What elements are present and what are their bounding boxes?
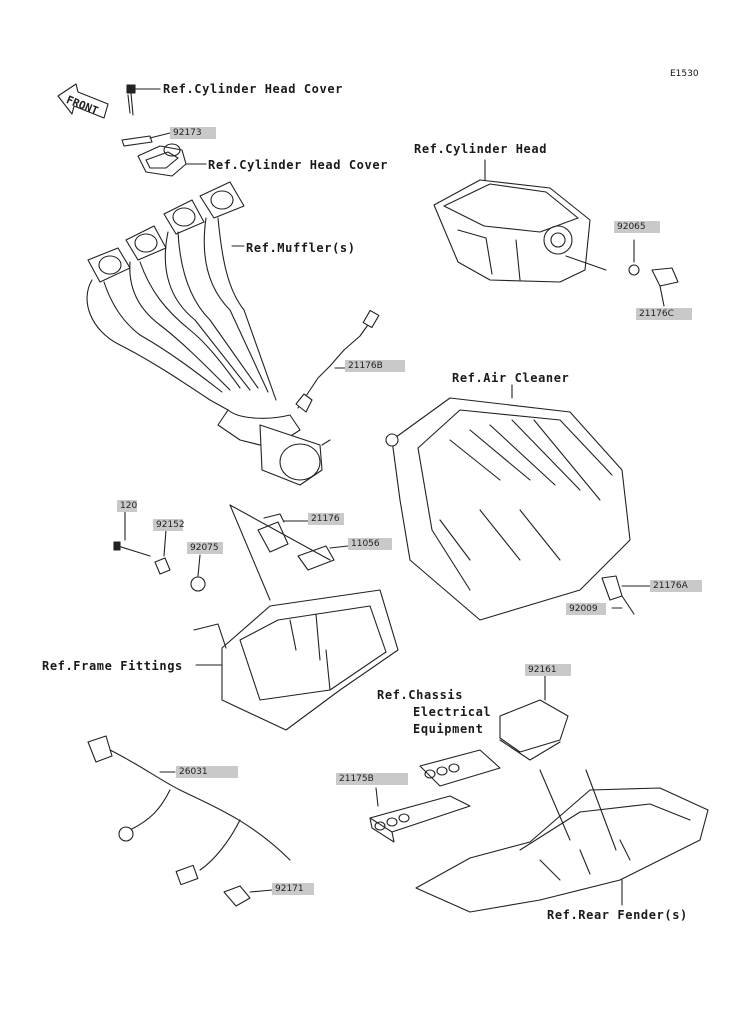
wiring-harness-icon: [87, 735, 291, 886]
rear-fender-icon: [415, 769, 709, 913]
part-21176c[interactable]: 21176C: [636, 308, 692, 320]
temperature-sensor-icon: [651, 267, 679, 307]
ref-muffler: Ref.Muffler(s): [246, 241, 356, 255]
exhaust-headers-icon: [86, 181, 331, 486]
screw-icon: [611, 595, 635, 615]
ref-cylinder-head-cover-top: Ref.Cylinder Head Cover: [163, 82, 343, 96]
ref-cylinder-head-cover: Ref.Cylinder Head Cover: [208, 158, 388, 172]
bolt-icon: [126, 84, 161, 116]
part-92171[interactable]: 92171: [272, 883, 314, 895]
part-21176a[interactable]: 21176A: [650, 580, 702, 592]
front-arrow-icon: FRONT: [57, 83, 109, 119]
ref-chassis-line2: Electrical: [413, 705, 492, 719]
bolt-120-icon: [113, 511, 151, 557]
ref-air-cleaner: Ref.Air Cleaner: [452, 371, 570, 385]
ref-cylinder-head: Ref.Cylinder Head: [414, 142, 548, 156]
intake-sensor-icon: [601, 575, 651, 601]
part-92152[interactable]: 92152: [153, 519, 185, 531]
cylinder-head-icon: [433, 159, 607, 283]
ecu-icon: [369, 787, 471, 843]
frame-tray-icon: [193, 504, 399, 731]
ref-frame-fittings: Ref.Frame Fittings: [42, 659, 183, 673]
part-21176[interactable]: 21176: [308, 513, 344, 525]
ref-chassis-line3: Equipment: [413, 722, 484, 736]
relay-box-icon: [499, 675, 569, 761]
air-cleaner-icon: [385, 384, 631, 621]
part-26031[interactable]: 26031: [176, 766, 238, 778]
harness-clamp-icon: [223, 885, 273, 907]
part-21175b[interactable]: 21175B: [336, 773, 408, 785]
part-21176b[interactable]: 21176B: [345, 360, 405, 372]
part-92173[interactable]: 92173: [170, 127, 216, 139]
bracket-icon: [297, 545, 349, 571]
ref-chassis-line1: Ref.Chassis: [377, 688, 464, 702]
grommet-icon: [154, 529, 171, 575]
part-11056[interactable]: 11056: [348, 538, 392, 550]
sensor-21176-icon: [257, 513, 309, 553]
clamp-icon: [121, 132, 171, 147]
part-92009[interactable]: 92009: [566, 603, 606, 615]
oxygen-sensor-icon: [295, 309, 380, 413]
ref-rear-fender: Ref.Rear Fender(s): [547, 908, 688, 922]
collar-icon: [190, 554, 206, 592]
part-120[interactable]: 120: [117, 500, 137, 512]
part-92065[interactable]: 92065: [614, 221, 660, 233]
connector-block-icon: [419, 749, 501, 787]
washer-icon: [628, 239, 640, 276]
diagram-code: E1530: [670, 69, 699, 79]
cover-plate-icon: [137, 143, 207, 177]
part-92161[interactable]: 92161: [525, 664, 571, 676]
part-92075[interactable]: 92075: [187, 542, 223, 554]
